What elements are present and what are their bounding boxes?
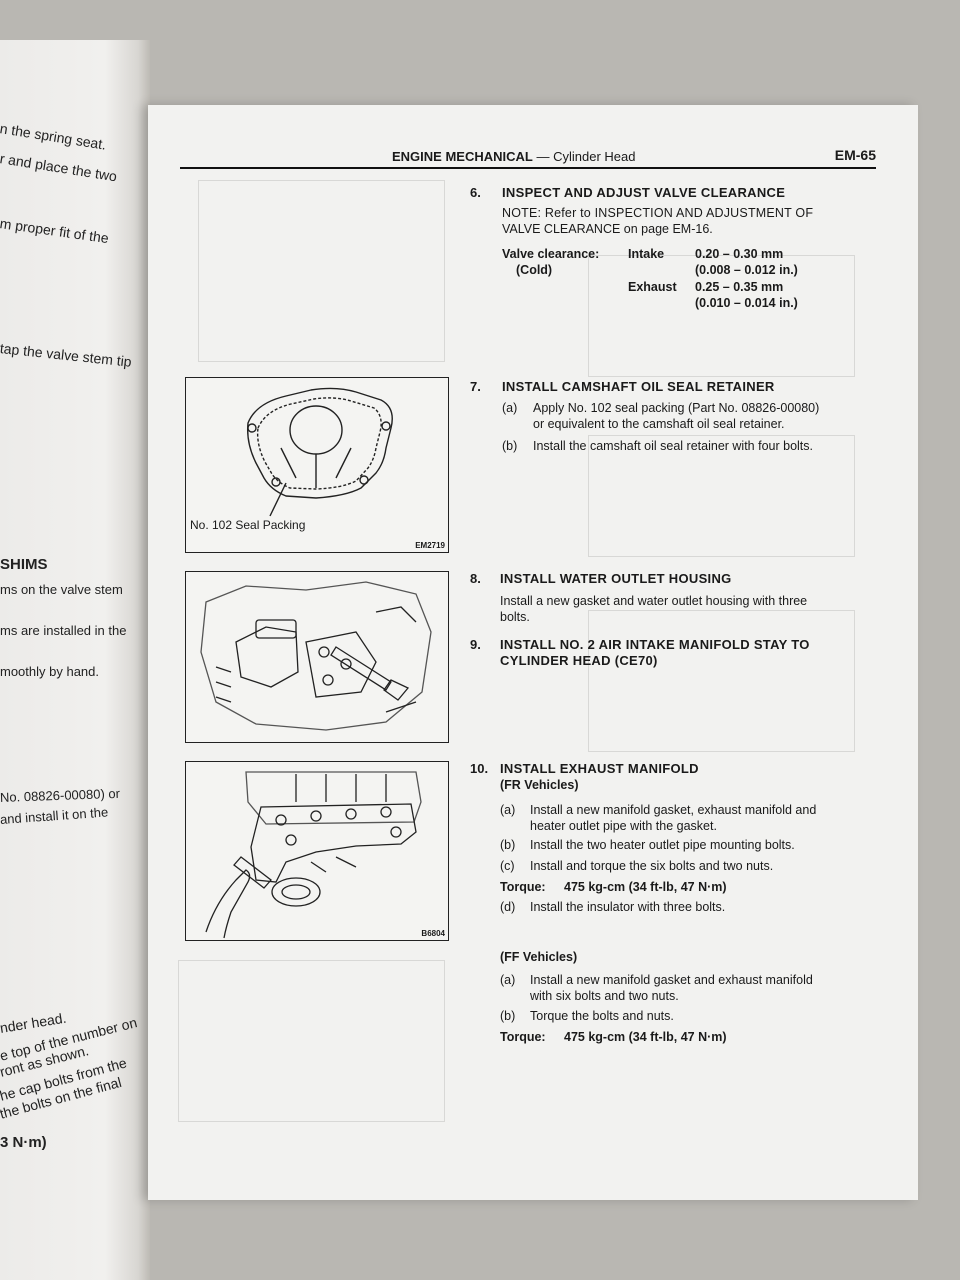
step-title: CYLINDER HEAD (CE70) [500,653,658,668]
page-number: EM-65 [834,147,876,163]
left-text-fragment: m proper fit of the [0,215,110,247]
bleed-through-shadow [198,180,445,362]
substep-text: Install the two heater outlet pipe mount… [530,838,795,852]
substep-text: Install a new manifold gasket and exhaus… [530,973,813,987]
spec-exhaust-mm: 0.25 – 0.35 mm [695,280,784,294]
header-section: ENGINE MECHANICAL [392,149,533,164]
step-number: 10. [470,761,489,776]
spec-label: Valve clearance: [502,247,600,261]
left-text-fragment: No. 08826-00080) or [0,785,121,805]
seal-retainer-illustration [246,387,393,517]
substep-mark: (b) [502,439,518,453]
substep-text: with six bolts and two nuts. [530,989,679,1003]
step-title: INSPECT AND ADJUST VALVE CLEARANCE [502,185,786,200]
bleed-through-shadow [588,255,855,377]
left-text-fragment: ms on the valve stem [0,582,123,597]
substep-mark: (a) [500,803,516,817]
substep-text: Install and torque the six bolts and two… [530,859,774,873]
figure-code: EM2719 [415,541,445,550]
substep-mark: (d) [500,900,516,914]
bleed-through-shadow [588,435,855,557]
header-title: ENGINE MECHANICAL — Cylinder Head [392,149,635,164]
step-number: 7. [470,379,481,394]
substep-mark: (b) [500,1009,516,1023]
left-heading-fragment: SHIMS [0,556,48,573]
substep-mark: (a) [502,401,518,415]
left-text-fragment: ms are installed in the [0,623,127,638]
substep-text: Install the camshaft oil seal retainer w… [533,439,813,453]
spec-intake-mm: 0.20 – 0.30 mm [695,247,784,261]
vehicle-heading: (FR Vehicles) [500,778,579,792]
step-number: 9. [470,637,481,652]
bleed-through-shadow [588,610,855,752]
substep-mark: (b) [500,838,516,852]
manual-page: ENGINE MECHANICAL — Cylinder Head EM-65 … [148,105,918,1200]
substep-text: Torque the bolts and nuts. [530,1009,674,1023]
bleed-through-shadow [178,960,445,1122]
spec-exhaust-in: (0.010 – 0.014 in.) [695,296,798,310]
figure-exhaust-manifold: B6804 [185,761,449,941]
page-header: ENGINE MECHANICAL — Cylinder Head EM-65 [180,145,876,169]
spec-condition: (Cold) [516,263,553,277]
step-title: INSTALL NO. 2 AIR INTAKE MANIFOLD STAY T… [500,637,810,652]
substep-text: heater outlet pipe with the gasket. [530,819,717,833]
left-text-fragment: tap the valve stem tip [0,340,133,370]
torque-value: 475 kg-cm (34 ft-lb, 47 N·m) [564,1030,727,1044]
left-text-fragment: r and place the two [0,150,119,185]
substep-text: Install the insulator with three bolts. [530,900,726,914]
header-separator: — [536,149,550,164]
left-text-fragment: 3 N·m) [0,1134,47,1151]
figure-water-outlet [185,571,449,743]
step-number: 6. [470,185,481,200]
spec-exhaust-label: Exhaust [628,280,677,294]
figure-seal-retainer: No. 102 Seal Packing EM2719 [185,377,449,553]
note-text: VALVE CLEARANCE on page EM-16. [502,222,713,236]
step-title: INSTALL WATER OUTLET HOUSING [500,571,732,586]
exhaust-manifold-illustration [205,771,422,939]
torque-label: Torque: [500,880,546,894]
substep-mark: (a) [500,973,516,987]
torque-value: 475 kg-cm (34 ft-lb, 47 N·m) [564,880,727,894]
figure-label: No. 102 Seal Packing [190,518,306,532]
step-title: INSTALL EXHAUST MANIFOLD [500,761,699,776]
torque-label: Torque: [500,1030,546,1044]
step-number: 8. [470,571,481,586]
vehicle-heading: (FF Vehicles) [500,950,578,964]
water-outlet-illustration [200,581,432,731]
left-text-fragment: n the spring seat. [0,120,108,153]
step-title: INSTALL CAMSHAFT OIL SEAL RETAINER [502,379,775,394]
substep-text: Install a new manifold gasket, exhaust m… [530,803,817,817]
left-text-fragment: and install it on the [0,804,109,827]
spec-intake-label: Intake [628,247,665,261]
figure-code: B6804 [421,929,445,938]
header-subsection: Cylinder Head [553,149,636,164]
substep-text: Apply No. 102 seal packing (Part No. 088… [533,401,820,415]
left-text-fragment: nder head. [0,1009,68,1036]
step-text: bolts. [500,610,530,624]
substep-text: or equivalent to the camshaft oil seal r… [533,417,785,431]
left-text-fragment: moothly by hand. [0,664,100,679]
substep-mark: (c) [500,859,515,873]
step-text: Install a new gasket and water outlet ho… [500,594,808,608]
note-text: NOTE: Refer to INSPECTION AND ADJUSTMENT… [502,206,814,220]
left-facing-page: n the spring seat. r and place the two m… [0,40,150,1280]
spec-intake-in: (0.008 – 0.012 in.) [695,263,798,277]
